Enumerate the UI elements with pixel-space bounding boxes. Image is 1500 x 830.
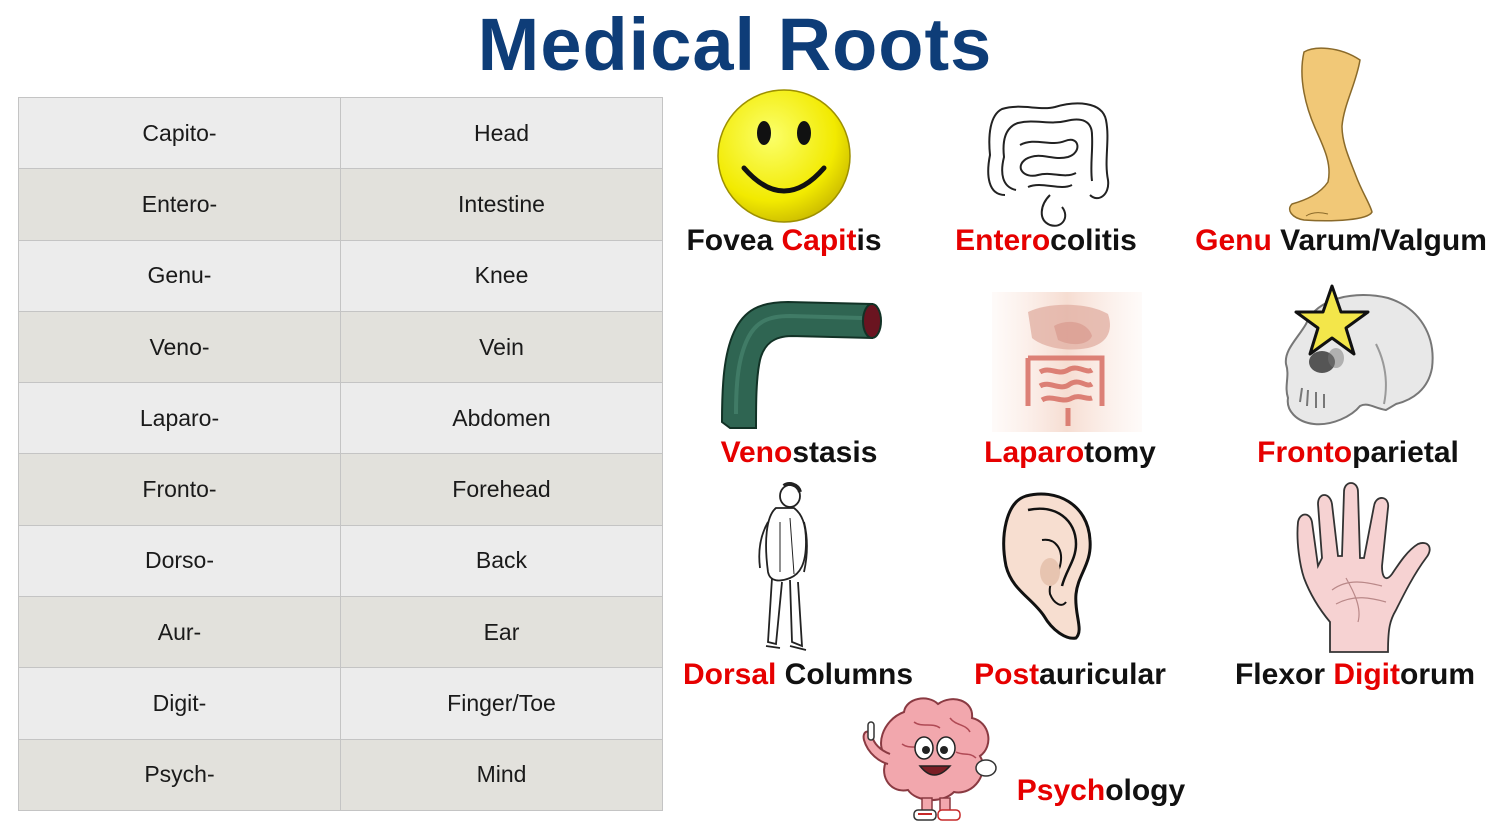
term-root-highlight: Laparo	[984, 436, 1085, 469]
term-postauricular: Postauricular	[962, 658, 1178, 692]
roots-table: Capito-Head Entero-Intestine Genu-Knee V…	[18, 96, 663, 812]
term-frontoparietal: Frontoparietal	[1244, 436, 1472, 470]
table-row: Aur-Ear	[18, 596, 663, 669]
root-cell: Laparo-	[18, 382, 341, 455]
skull-with-star-illustration	[1284, 284, 1434, 426]
root-cell: Veno-	[18, 310, 341, 384]
term-plain-text: colitis	[1050, 224, 1137, 257]
table-row: Entero-Intestine	[18, 168, 663, 241]
root-cell: Psych-	[18, 738, 341, 812]
term-root-highlight: Fronto	[1257, 436, 1353, 469]
ear-illustration	[1002, 492, 1092, 640]
meaning-cell: Forehead	[340, 453, 663, 526]
table-row: Veno-Vein	[18, 310, 663, 384]
term-plain-text: auricular	[1039, 658, 1166, 691]
term-plain-text: ology	[1105, 774, 1186, 807]
term-root-highlight: Post	[974, 658, 1040, 691]
brain-mascot-illustration	[862, 697, 997, 821]
term-plain-text: Fovea	[686, 224, 782, 257]
term-root-highlight: Entero	[955, 224, 1051, 257]
root-cell: Capito-	[18, 96, 341, 170]
term-enterocolitis: Enterocolitis	[946, 224, 1146, 258]
term-plain-text: Flexor	[1234, 658, 1334, 691]
term-plain-text: orum	[1400, 658, 1476, 691]
term-root-highlight: Dorsal	[682, 658, 777, 691]
table-row: Fronto-Forehead	[18, 453, 663, 526]
man-back-drawing	[758, 482, 808, 651]
meaning-cell: Head	[340, 96, 663, 170]
meaning-cell: Vein	[340, 310, 663, 384]
root-cell: Entero-	[18, 168, 341, 241]
term-root-highlight: Capit	[781, 224, 857, 257]
meaning-cell: Knee	[340, 239, 663, 312]
meaning-cell: Intestine	[340, 168, 663, 241]
table-row: Capito-Head	[18, 96, 663, 170]
table-row: Digit-Finger/Toe	[18, 667, 663, 740]
root-cell: Dorso-	[18, 524, 341, 598]
term-plain-text: is	[856, 224, 882, 257]
table-row: Dorso-Back	[18, 524, 663, 598]
root-cell: Digit-	[18, 667, 341, 740]
meaning-cell: Abdomen	[340, 382, 663, 455]
term-fovea-capitis: Fovea Capitis	[678, 224, 890, 258]
term-plain-text: tomy	[1084, 436, 1156, 469]
leg-illustration	[1288, 47, 1373, 222]
table-row: Genu-Knee	[18, 239, 663, 312]
meaning-cell: Ear	[340, 596, 663, 669]
meaning-cell: Back	[340, 524, 663, 598]
abdomen-illustration	[992, 292, 1142, 432]
root-cell: Aur-	[18, 596, 341, 669]
table-row: Psych-Mind	[18, 738, 663, 812]
hand-illustration	[1296, 482, 1431, 653]
term-flexor-digitorum: Flexor Digitorum	[1222, 658, 1488, 692]
term-dorsal-columns: Dorsal Columns	[672, 658, 924, 692]
meaning-cell: Mind	[340, 738, 663, 812]
term-plain-text: Columns	[776, 658, 914, 691]
term-laparotomy: Laparotomy	[972, 436, 1168, 470]
table-row: Laparo-Abdomen	[18, 382, 663, 455]
term-plain-text: parietal	[1352, 436, 1459, 469]
term-root-highlight: Psych	[1016, 774, 1106, 807]
term-root-highlight: Veno	[720, 436, 793, 469]
term-psychology: Psychology	[1008, 774, 1194, 808]
term-venostasis: Venostasis	[710, 436, 888, 470]
intestines-drawing	[987, 102, 1110, 227]
smiley-face-icon	[717, 89, 851, 223]
term-root-highlight: Digit	[1333, 658, 1401, 691]
vein-tube-illustration	[720, 300, 882, 429]
root-cell: Genu-	[18, 239, 341, 312]
term-genu-varum-valgum: Genu Varum/Valgum	[1184, 224, 1498, 258]
root-cell: Fronto-	[18, 453, 341, 526]
meaning-cell: Finger/Toe	[340, 667, 663, 740]
page-title: Medical Roots	[477, 3, 993, 86]
term-plain-text: stasis	[792, 436, 878, 469]
term-root-highlight: Genu	[1195, 224, 1272, 257]
term-plain-text: Varum/Valgum	[1271, 224, 1487, 257]
